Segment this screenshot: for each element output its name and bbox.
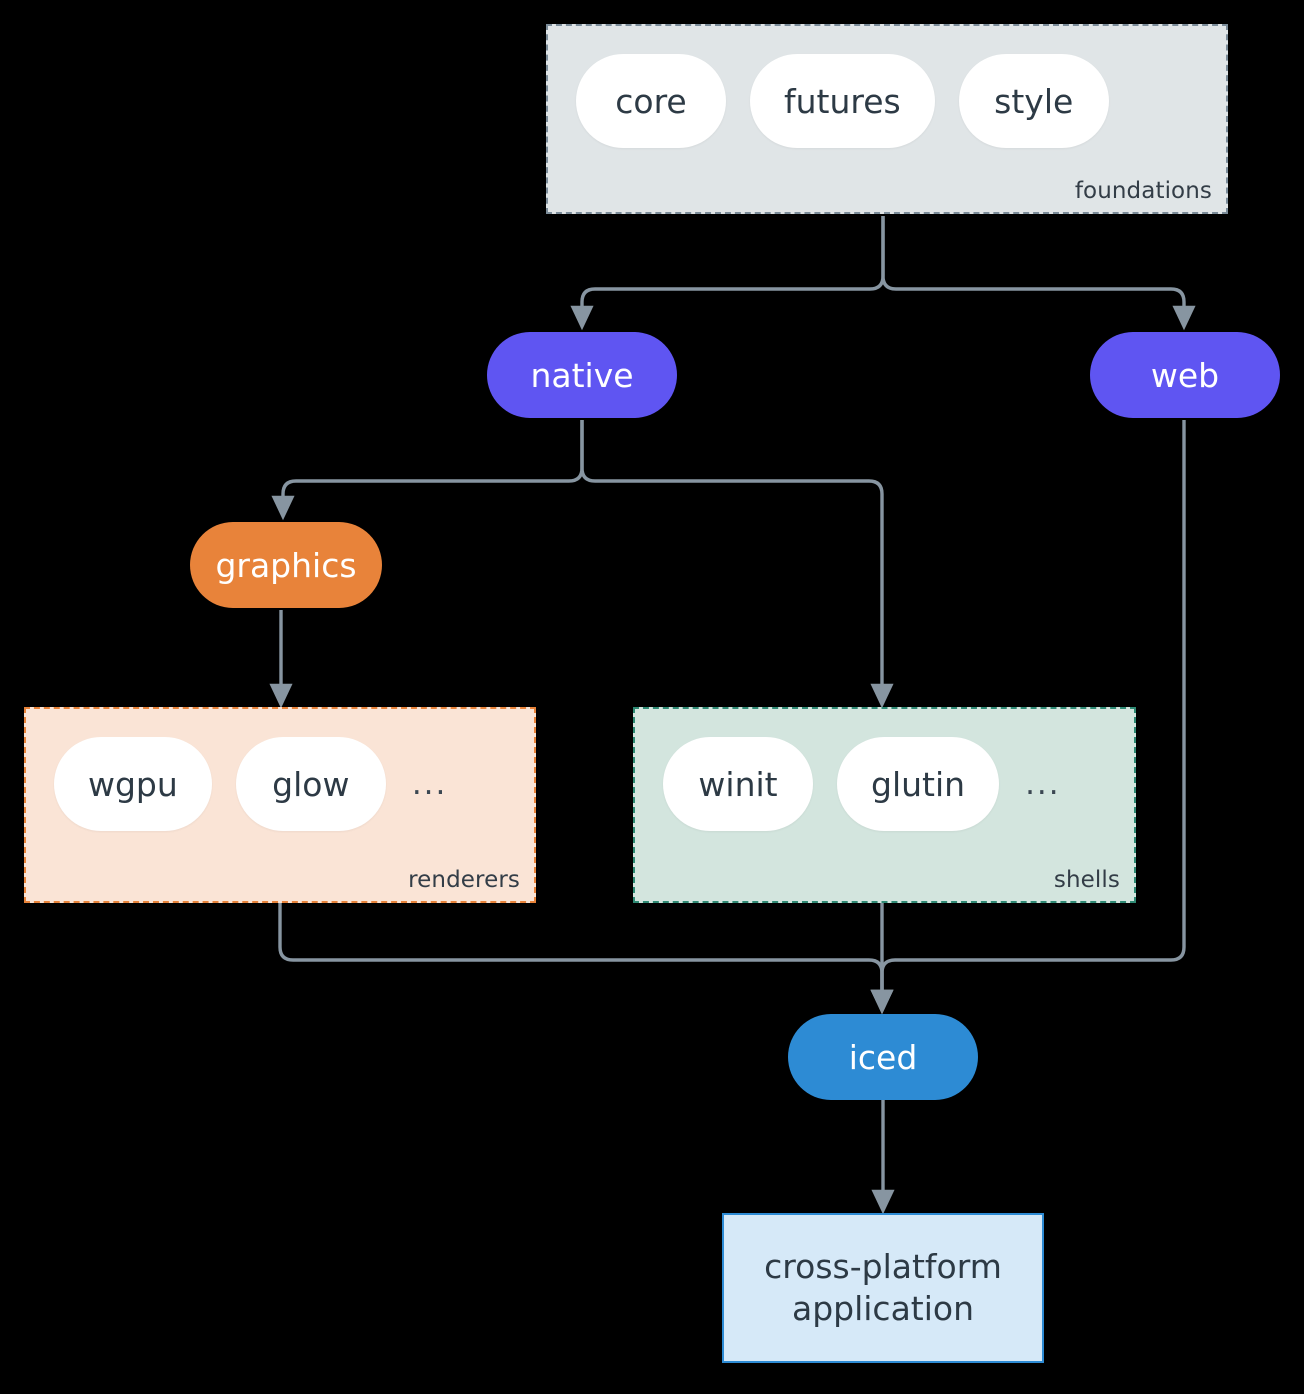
application-line-2: application: [791, 1289, 975, 1328]
node-web[interactable]: web: [1090, 332, 1280, 418]
group-foundations: core futures style foundations: [546, 24, 1228, 214]
chip-futures[interactable]: futures: [750, 54, 935, 148]
chip-glutin[interactable]: glutin: [837, 737, 1000, 831]
chip-wgpu[interactable]: wgpu: [54, 737, 212, 831]
edge-native-graphics: [271, 420, 584, 521]
group-shells: winit glutin ... shells: [633, 707, 1136, 903]
shells-ellipsis: ...: [1025, 765, 1061, 802]
chip-core[interactable]: core: [576, 54, 726, 148]
edge-foundations-web: [881, 216, 1196, 331]
node-graphics[interactable]: graphics: [190, 522, 382, 608]
edge-native-shells: [580, 420, 894, 709]
group-renderers: wgpu glow ... renderers: [24, 707, 536, 903]
chip-winit[interactable]: winit: [663, 737, 813, 831]
shells-chip-list: winit glutin ...: [663, 737, 1061, 831]
node-iced[interactable]: iced: [788, 1014, 978, 1100]
edge-foundations-native: [570, 216, 885, 331]
edge-renderers-iced: [278, 903, 894, 1015]
renderers-chip-list: wgpu glow ...: [54, 737, 447, 831]
chip-glow[interactable]: glow: [235, 737, 386, 831]
renderers-ellipsis: ...: [411, 765, 448, 802]
application-line-1: cross-platform: [764, 1246, 1002, 1286]
node-native[interactable]: native: [487, 332, 677, 418]
group-label-foundations: foundations: [1074, 178, 1212, 204]
group-label-shells: shells: [1053, 867, 1120, 893]
foundations-chip-list: core futures style: [576, 54, 1109, 148]
group-label-renderers: renderers: [408, 867, 520, 893]
chip-style[interactable]: style: [958, 54, 1109, 148]
node-cross-platform-application[interactable]: cross-platform application: [722, 1213, 1044, 1363]
